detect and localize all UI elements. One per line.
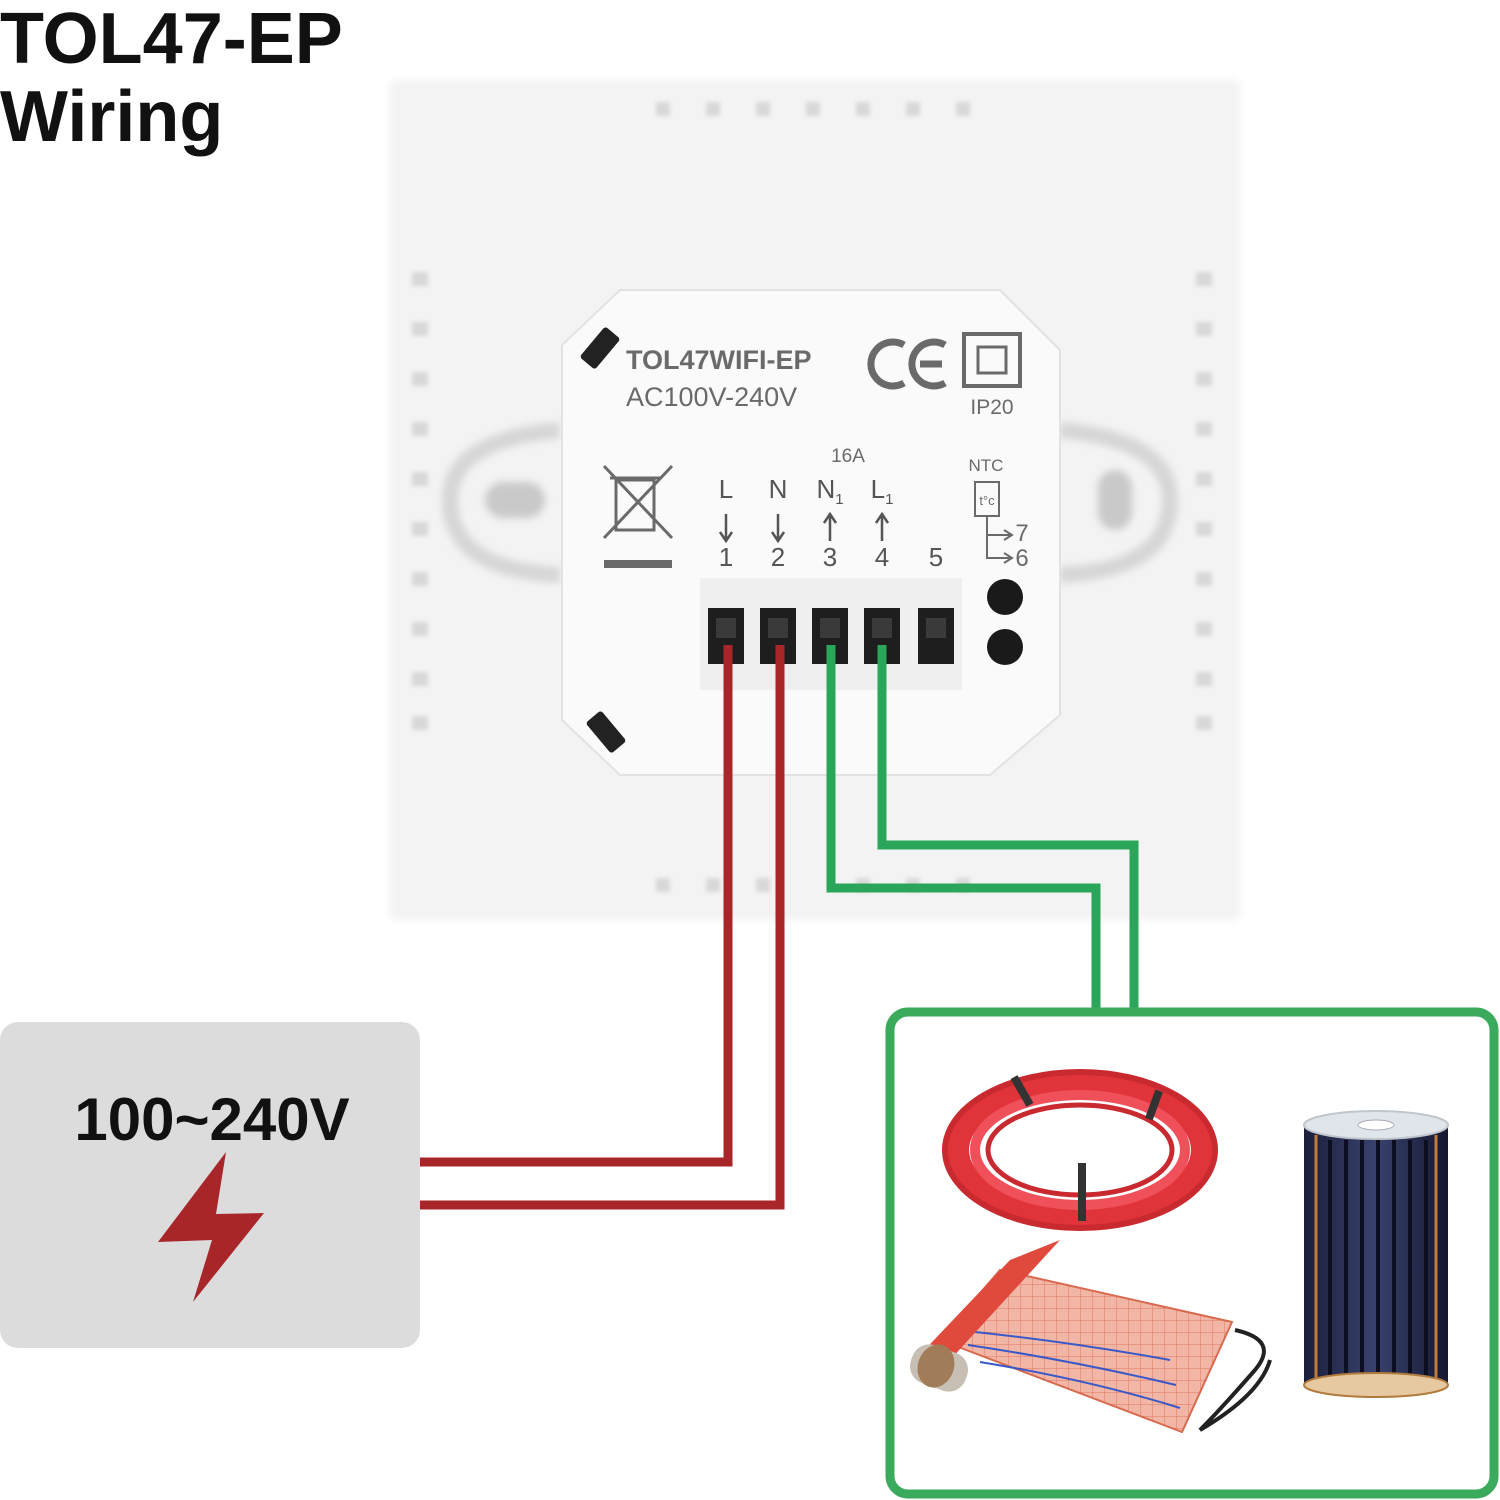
mounting-slots xyxy=(441,422,1179,583)
arrow-up-icon-4 xyxy=(874,511,890,541)
terminal-number-4: 4 xyxy=(875,542,889,572)
terminal-number-3: 3 xyxy=(823,542,837,572)
terminal-screw-head-1 xyxy=(716,618,736,638)
model-label: TOL47WIFI-EP xyxy=(626,345,812,375)
diagram-title: TOL47-EP Wiring xyxy=(0,0,343,156)
terminal-subscript-4: 1 xyxy=(885,491,893,508)
terminal-number-1: 1 xyxy=(719,542,733,572)
terminal-number-2: 2 xyxy=(771,542,785,572)
heating-cable-coil-image xyxy=(942,1069,1218,1231)
terminal-screw-head-4 xyxy=(872,618,892,638)
terminal-label-1: L xyxy=(719,474,733,504)
latch-bottom xyxy=(586,711,626,753)
current-rating-label: 16A xyxy=(831,446,865,467)
terminal-subscript-3: 1 xyxy=(835,491,843,508)
title-line-2: Wiring xyxy=(0,77,224,157)
terminal-screw-head-2 xyxy=(768,618,788,638)
weee-bin-icon xyxy=(602,464,674,568)
ntc-pin-6: 6 xyxy=(1015,545,1028,572)
ntc-pin-7: 7 xyxy=(1015,520,1028,547)
ntc-socket-bottom xyxy=(987,629,1023,665)
power-supply-voltage: 100~240V xyxy=(74,1086,349,1153)
ntc-label: NTC xyxy=(969,456,1004,475)
wire-load-neutral xyxy=(826,645,1101,1010)
arrow-up-icon-3 xyxy=(822,511,838,541)
ip-rating-label: IP20 xyxy=(970,396,1013,419)
latch-top xyxy=(580,327,620,369)
voltage-label: AC100V-240V xyxy=(626,382,797,412)
heating-loads-box xyxy=(885,1007,1499,1499)
title-line-1: TOL47-EP xyxy=(0,0,343,79)
terminal-block xyxy=(700,578,1023,690)
wires xyxy=(420,645,1139,1210)
ntc-socket-top xyxy=(987,579,1023,615)
arrow-down-icon-1 xyxy=(718,514,734,544)
heating-mat-image xyxy=(909,1240,1272,1434)
power-supply-box: 100~240V xyxy=(0,1022,420,1348)
terminal-screw-head-3 xyxy=(820,618,840,638)
ntc-sensor-icon: t°c 7 6 xyxy=(974,481,1029,572)
terminal-screw-head-5 xyxy=(926,618,946,638)
double-insulation-icon xyxy=(962,332,1022,388)
thermostat-terminal-module: TOL47WIFI-EP AC100V-240V IP20 16A NTC t°… xyxy=(561,289,1061,776)
ce-mark-icon xyxy=(867,338,947,390)
wire-load-live xyxy=(877,645,1139,1010)
lightning-bolt-icon xyxy=(158,1152,264,1302)
ntc-symbol-text: t°c xyxy=(979,493,995,508)
terminal-label-2: N xyxy=(769,474,788,504)
arrow-down-icon-2 xyxy=(770,514,786,544)
wire-live xyxy=(420,645,733,1167)
wire-neutral xyxy=(420,645,785,1210)
terminal-number-5: 5 xyxy=(929,542,943,572)
heating-film-roll-image xyxy=(1303,1110,1449,1398)
